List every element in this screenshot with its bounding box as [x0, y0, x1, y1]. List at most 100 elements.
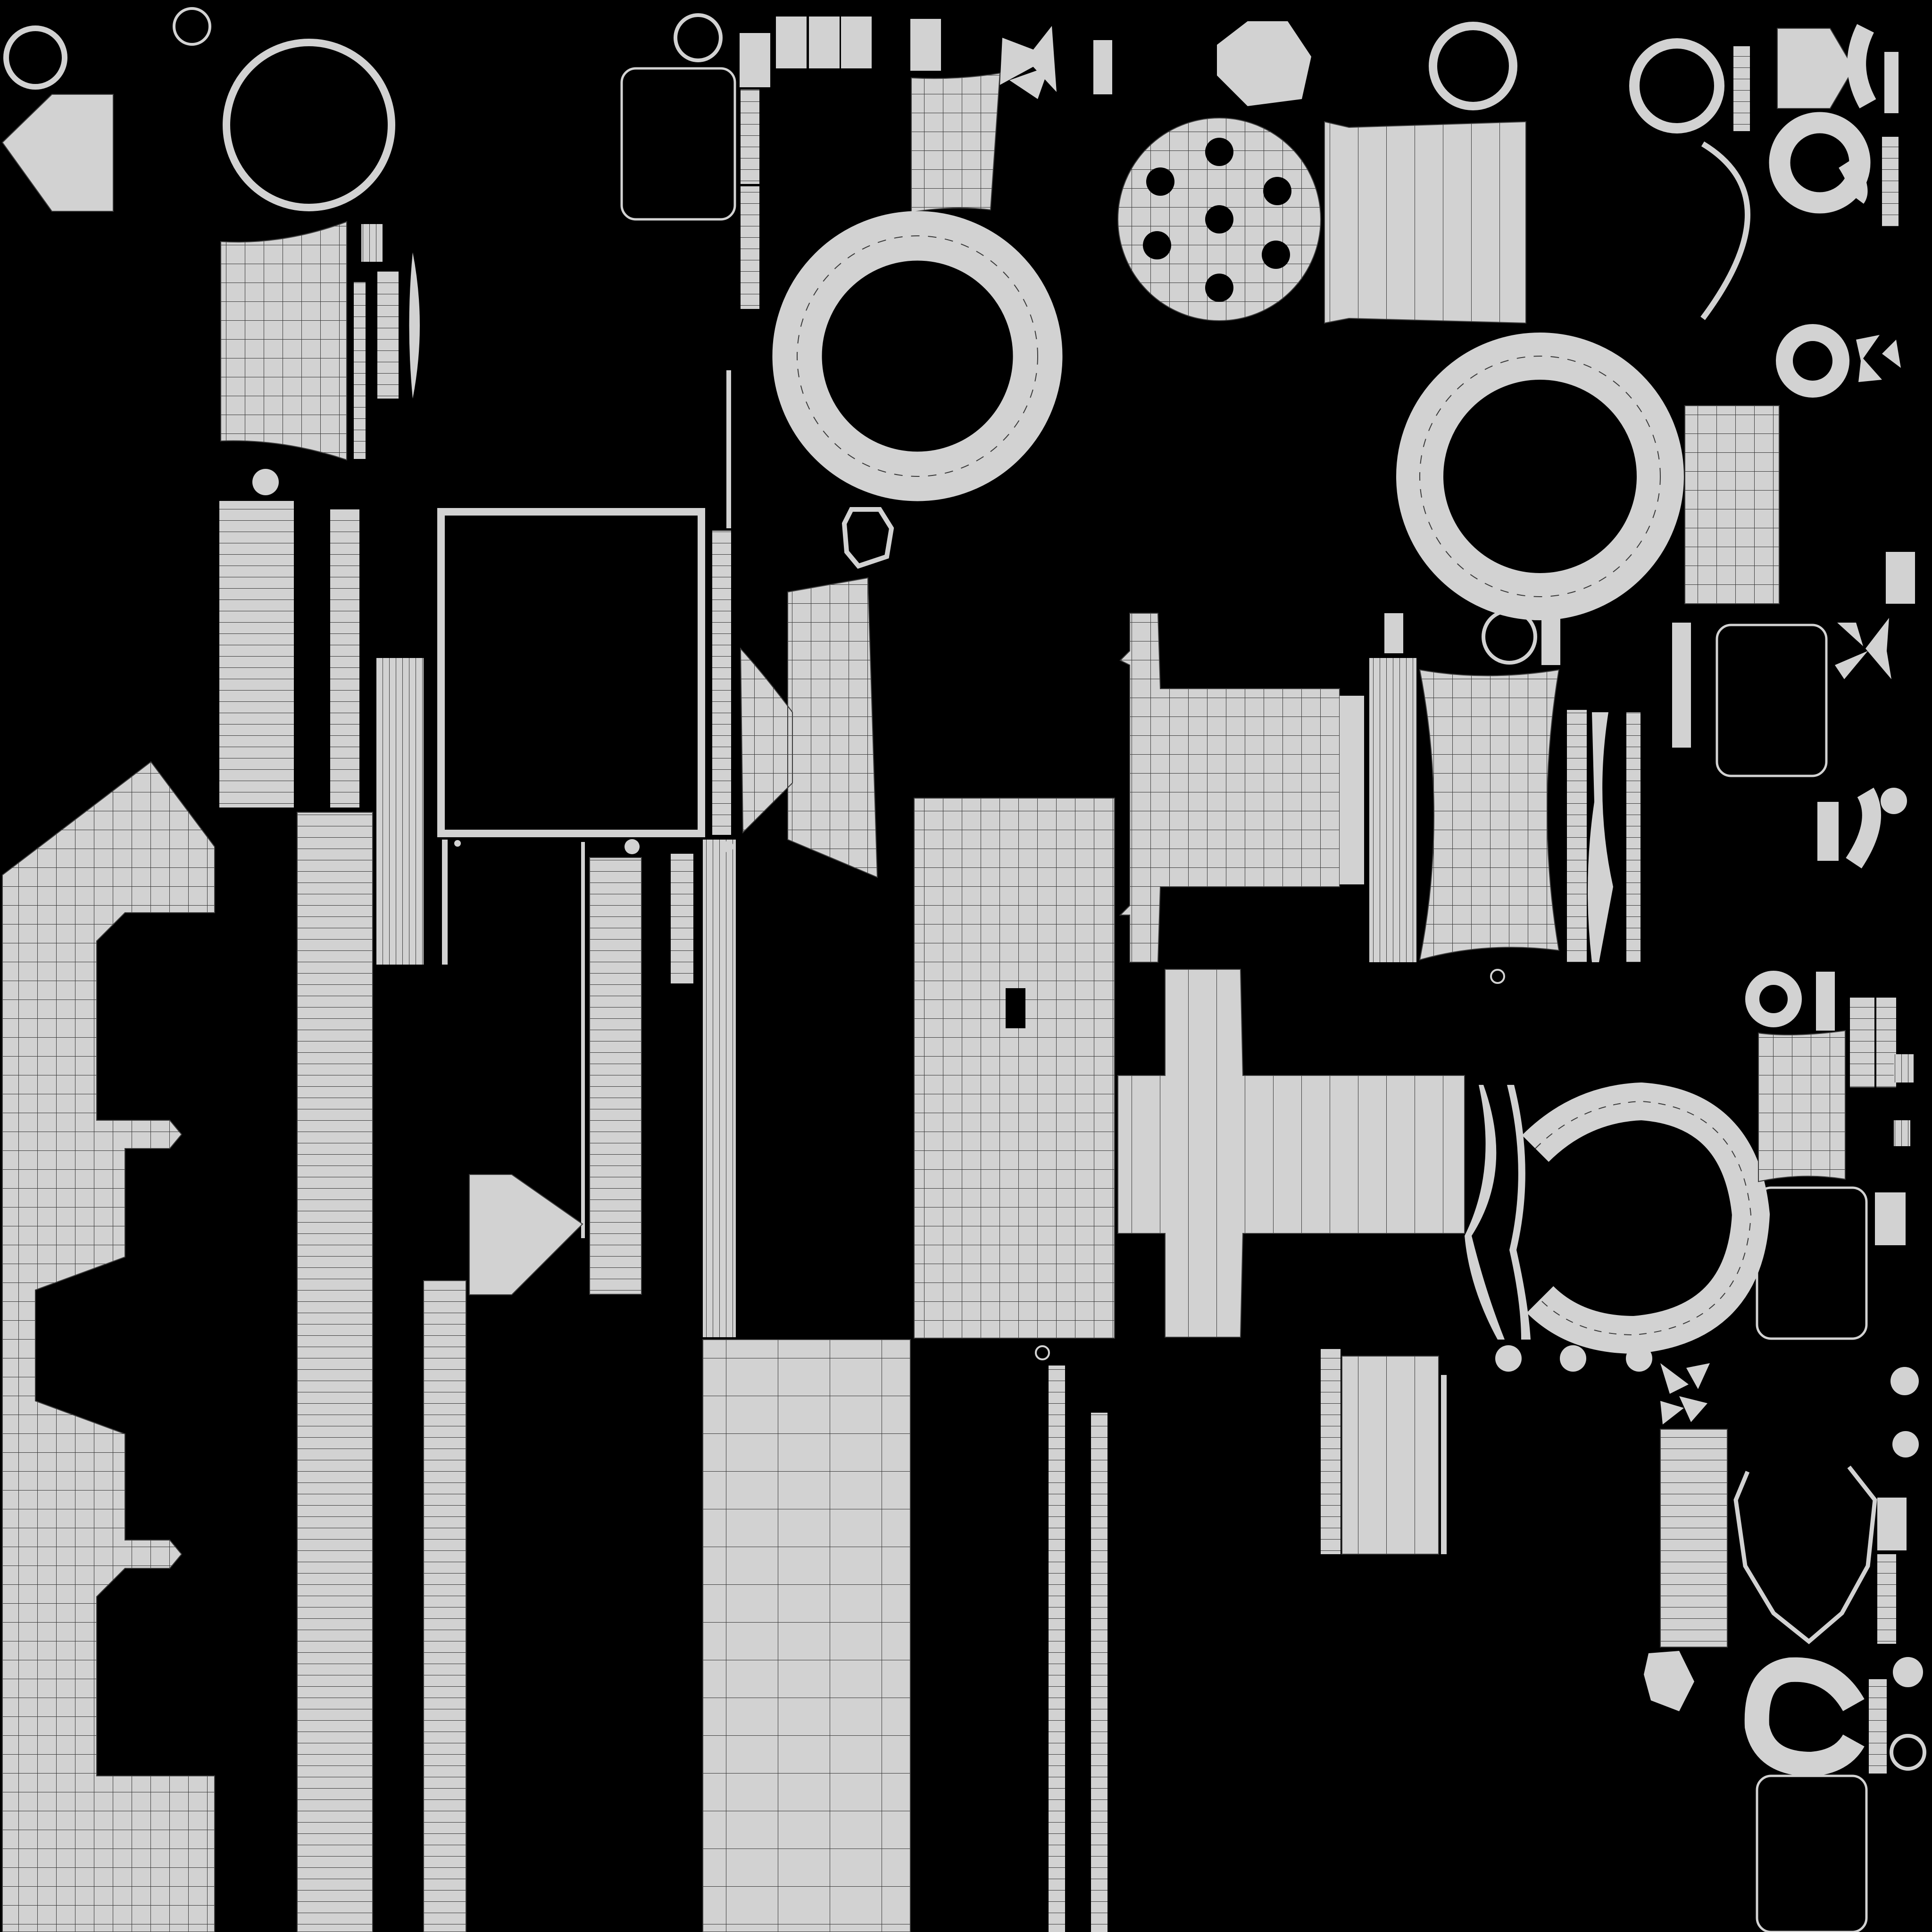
uv-cap-island	[1886, 552, 1915, 604]
uv-dot-island	[252, 469, 279, 495]
uv-arc-island	[1700, 141, 1750, 320]
uv-strip-island	[1876, 998, 1896, 1087]
uv-strip-island	[376, 658, 424, 965]
uv-strip-island	[1882, 137, 1899, 226]
uv-long-strip-island	[423, 1280, 466, 1932]
uv-curved-strip-island	[1758, 1030, 1846, 1183]
uv-handle-profile-island	[2, 761, 215, 1932]
uv-cone-island	[469, 1174, 583, 1295]
uv-rosette-hole	[1263, 177, 1291, 205]
uv-tabbed-ring-outline	[1419, 356, 1661, 597]
uv-strip-island	[1733, 46, 1750, 131]
uv-ring-island	[1769, 112, 1871, 214]
uv-strip-island	[1850, 998, 1874, 1087]
uv-c-ring-island	[1744, 1657, 1865, 1777]
uv-strip-island	[1093, 40, 1112, 94]
uv-long-strip-island	[297, 812, 373, 1932]
uv-strip-island	[1884, 52, 1899, 113]
uv-strip-island	[1869, 1679, 1887, 1774]
uv-strip-island	[330, 509, 359, 808]
uv-tabbed-ring-outline	[797, 235, 1038, 477]
uv-cap-island	[910, 19, 941, 71]
uv-strip-island	[1894, 1054, 1914, 1083]
uv-grid-block-island	[1684, 405, 1780, 604]
uv-strip-island	[1369, 658, 1416, 962]
uv-hole	[1006, 988, 1025, 1028]
uv-strip-island	[1091, 1413, 1108, 1932]
uv-ring-island	[3, 25, 67, 90]
uv-dot-island	[454, 840, 461, 847]
uv-rosette-hole	[1143, 231, 1171, 259]
uv-petal-island	[1835, 618, 1891, 679]
uv-wavy-strip-island	[1465, 1085, 1505, 1340]
uv-strip-island	[354, 282, 366, 459]
uv-cap-island	[1875, 1192, 1906, 1245]
uv-octagon-outline-island	[1756, 1186, 1868, 1340]
uv-rosette-hole	[1146, 167, 1174, 196]
uv-dot-island	[1490, 969, 1505, 984]
uv-strip-island	[1321, 1349, 1341, 1554]
uv-ring-island	[1482, 609, 1537, 665]
uv-cap-island	[776, 17, 807, 68]
uv-strip-island	[726, 370, 731, 528]
uv-strip-island	[741, 90, 759, 184]
uv-petal-island	[1856, 335, 1901, 382]
uv-ring-island	[173, 7, 211, 46]
uv-petal-island	[1000, 26, 1057, 99]
uv-frame-island	[437, 508, 705, 837]
uv-strip-island	[1541, 611, 1560, 665]
uv-dot-island	[1893, 1657, 1923, 1687]
uv-dot-island	[1560, 1345, 1586, 1372]
uv-barrel-island	[1324, 121, 1526, 324]
uv-ring-island	[1429, 22, 1517, 110]
uv-cone-island	[1, 94, 114, 212]
uv-strip-island	[671, 854, 693, 983]
uv-dot-island	[1881, 788, 1907, 814]
uv-wavy-strip-island	[1507, 1085, 1531, 1340]
uv-grid-block-island	[1341, 1356, 1439, 1555]
uv-rosette-hole	[1205, 138, 1233, 166]
uv-octagon-ring-island	[841, 507, 894, 569]
uv-octagon-outline-island	[620, 67, 736, 221]
uv-dot-island	[1892, 1431, 1919, 1457]
uv-strip-island	[1441, 1375, 1447, 1554]
uv-strip-island	[1672, 623, 1691, 748]
uv-strip-island	[219, 501, 294, 808]
uv-dot-island	[1035, 1345, 1050, 1360]
uv-arc-island	[1846, 787, 1881, 869]
uv-strip-island	[1894, 1120, 1910, 1146]
uv-dot-island	[625, 839, 640, 854]
uv-strip-island	[442, 840, 448, 965]
uv-octagon-outline-island	[1756, 1774, 1868, 1932]
uv-ring-island	[674, 13, 723, 62]
uv-shield-island	[1777, 28, 1855, 109]
uv-flared-strip-island	[220, 221, 347, 461]
uv-grid-block-island	[914, 798, 1115, 1339]
uv-strip-island	[712, 531, 731, 835]
uv-cap-island	[809, 17, 840, 68]
uv-ring-island	[1629, 38, 1724, 133]
uv-cap-island	[740, 33, 770, 87]
uv-cap-island	[1877, 1498, 1907, 1550]
uv-strip-island	[1567, 710, 1587, 962]
uv-bobbin-island	[1119, 613, 1340, 963]
uv-strip-island	[581, 842, 585, 1238]
uv-rosette-hole	[1205, 205, 1233, 233]
uv-curved-strip-island	[911, 72, 1001, 213]
uv-wavy-strip-island	[1588, 712, 1613, 962]
uv-dot-island	[722, 841, 733, 852]
uv-grid-block-island	[702, 1339, 911, 1932]
uv-ring-island	[1776, 324, 1849, 398]
uv-petal-island	[1660, 1363, 1710, 1424]
uv-polygon-ring-island	[223, 39, 395, 211]
uv-strip-island	[377, 271, 399, 399]
uv-strip-island	[1384, 613, 1403, 653]
uv-strip-island	[1049, 1366, 1065, 1932]
uv-rosette-hole	[1205, 274, 1233, 302]
uv-lens-island	[409, 252, 420, 399]
uv-strip-island	[703, 840, 736, 1337]
uv-strip-island	[1626, 712, 1641, 962]
uv-hourglass-island	[1419, 669, 1560, 961]
uv-strip-island	[1877, 1554, 1896, 1644]
